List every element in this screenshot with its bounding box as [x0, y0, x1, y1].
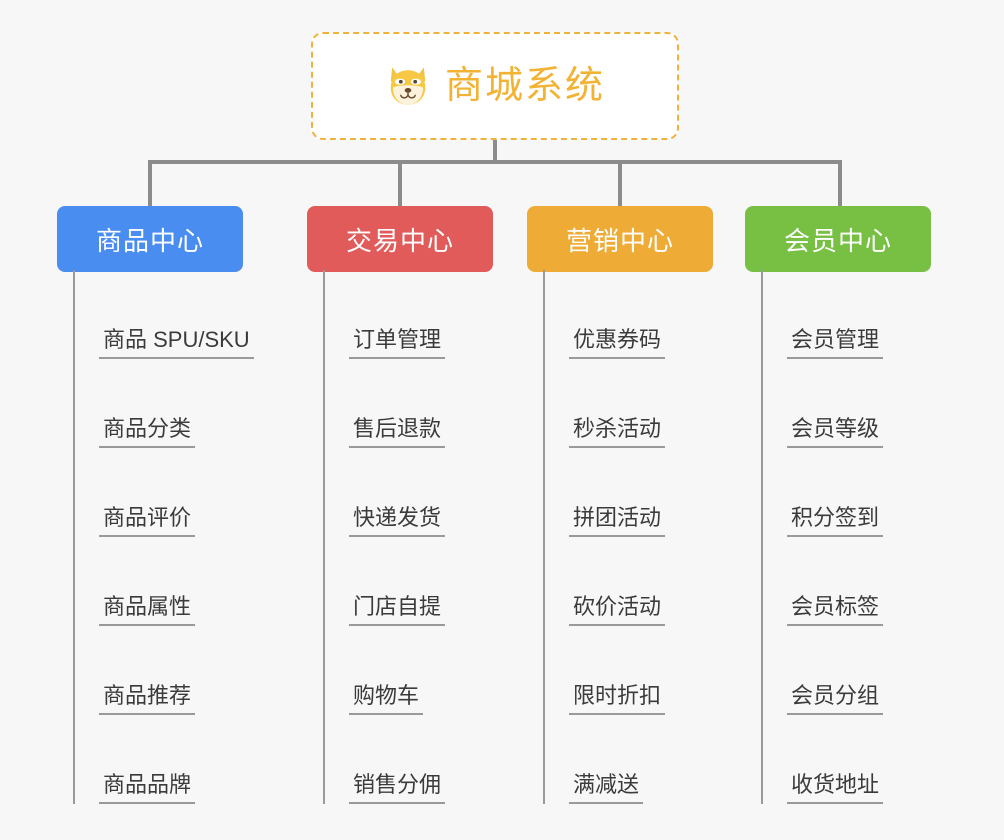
connector-drop-product-center [148, 160, 152, 208]
leaf-item[interactable]: 售后退款 [323, 359, 446, 448]
category-node-trade-center[interactable]: 交易中心 [307, 206, 493, 272]
category-node-member-center[interactable]: 会员中心 [745, 206, 931, 272]
leaf-item-label: 会员标签 [787, 594, 884, 626]
connector-drop-trade-center [398, 160, 402, 208]
leaf-item[interactable]: 秒杀活动 [543, 359, 666, 448]
leaf-item-label: 商品属性 [99, 594, 196, 626]
leaf-item[interactable]: 拼团活动 [543, 448, 666, 537]
leaf-item-label: 优惠券码 [569, 327, 666, 359]
leaf-item[interactable]: 商品属性 [73, 537, 254, 626]
leaf-item-label: 售后退款 [349, 416, 446, 448]
leaf-column-trade-center: 订单管理售后退款快递发货门店自提购物车销售分佣 [323, 270, 446, 804]
connector-root-stem [493, 140, 497, 162]
leaf-item-label: 拼团活动 [569, 505, 666, 537]
leaf-item-label: 收货地址 [787, 772, 884, 804]
root-node-mall-system[interactable]: 商城系统 [311, 32, 679, 140]
category-node-label: 会员中心 [783, 225, 892, 256]
leaf-item-label: 商品 SPU/SKU [99, 327, 254, 359]
leaf-item-label: 销售分佣 [349, 772, 446, 804]
leaf-item-label: 商品品牌 [99, 772, 196, 804]
leaf-item[interactable]: 购物车 [323, 626, 445, 715]
leaf-item-label: 限时折扣 [569, 683, 666, 715]
branch-spine [761, 270, 763, 804]
leaf-item[interactable]: 订单管理 [323, 270, 446, 359]
leaf-item[interactable]: 快递发货 [323, 448, 446, 537]
leaf-item[interactable]: 商品分类 [73, 359, 254, 448]
category-node-label: 交易中心 [345, 225, 454, 256]
leaf-item-label: 商品分类 [99, 416, 196, 448]
leaf-item[interactable]: 会员分组 [761, 626, 884, 715]
root-node-title: 商城系统 [444, 65, 605, 107]
category-node-marketing-center[interactable]: 营销中心 [527, 206, 713, 272]
category-node-label: 商品中心 [95, 225, 204, 256]
leaf-item-label: 秒杀活动 [569, 416, 666, 448]
leaf-item[interactable]: 会员等级 [761, 359, 884, 448]
leaf-item[interactable]: 积分签到 [761, 448, 884, 537]
branch-spine [543, 270, 545, 804]
connector-horizontal-bus [148, 160, 842, 164]
leaf-item[interactable]: 收货地址 [761, 715, 884, 804]
leaf-item-label: 订单管理 [349, 327, 446, 359]
connector-drop-marketing-center [618, 160, 622, 208]
leaf-item-label: 会员等级 [787, 416, 884, 448]
leaf-item[interactable]: 门店自提 [323, 537, 446, 626]
leaf-item-label: 积分签到 [787, 505, 884, 537]
leaf-item[interactable]: 商品评价 [73, 448, 254, 537]
leaf-item[interactable]: 销售分佣 [323, 715, 446, 804]
branch-spine [323, 270, 325, 804]
leaf-item[interactable]: 商品 SPU/SKU [73, 270, 254, 359]
connector-drop-member-center [838, 160, 842, 208]
leaf-item[interactable]: 限时折扣 [543, 626, 666, 715]
leaf-item-label: 商品评价 [99, 505, 196, 537]
leaf-item[interactable]: 商品品牌 [73, 715, 254, 804]
leaf-item[interactable]: 砍价活动 [543, 537, 666, 626]
leaf-item-label: 满减送 [569, 772, 644, 804]
leaf-column-product-center: 商品 SPU/SKU 商品分类商品评价商品属性商品推荐商品品牌 [73, 270, 254, 804]
leaf-item[interactable]: 商品推荐 [73, 626, 254, 715]
leaf-item[interactable]: 优惠券码 [543, 270, 666, 359]
leaf-item-label: 快递发货 [349, 505, 446, 537]
shiba-dog-icon [390, 67, 426, 105]
category-node-label: 营销中心 [565, 225, 674, 256]
leaf-item-label: 会员分组 [787, 683, 884, 715]
leaf-item-label: 会员管理 [787, 327, 884, 359]
leaf-item[interactable]: 会员标签 [761, 537, 884, 626]
leaf-item-label: 购物车 [349, 683, 424, 715]
branch-spine [73, 270, 75, 804]
leaf-item[interactable]: 满减送 [543, 715, 665, 804]
leaf-item-label: 门店自提 [349, 594, 446, 626]
leaf-column-member-center: 会员管理会员等级积分签到会员标签会员分组收货地址 [761, 270, 884, 804]
leaf-item[interactable]: 会员管理 [761, 270, 884, 359]
leaf-column-marketing-center: 优惠券码秒杀活动拼团活动砍价活动限时折扣满减送 [543, 270, 666, 804]
category-node-product-center[interactable]: 商品中心 [57, 206, 243, 272]
leaf-item-label: 砍价活动 [569, 594, 666, 626]
leaf-item-label: 商品推荐 [99, 683, 196, 715]
